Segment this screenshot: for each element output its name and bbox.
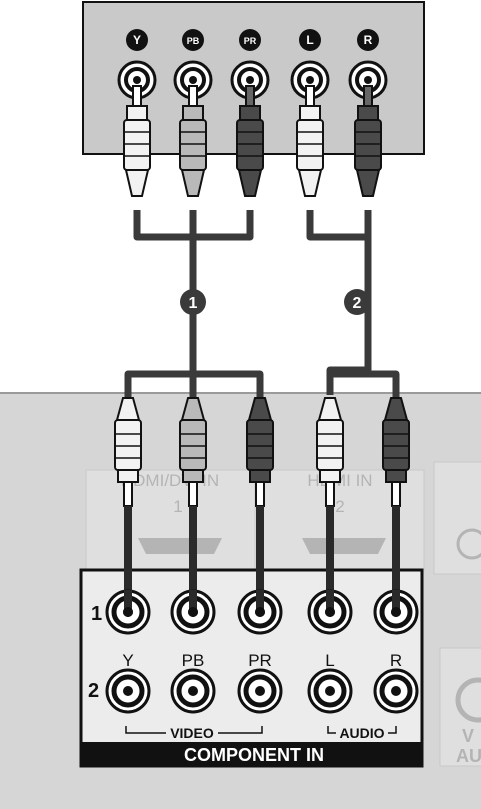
tv-jack-label: L <box>325 651 334 670</box>
tv-plug <box>114 397 142 606</box>
row-number-2: 2 <box>88 680 99 702</box>
hdmi-port-2 <box>302 538 386 554</box>
tv-plug <box>382 397 410 606</box>
tv-plug <box>246 397 274 606</box>
row-number-1: 1 <box>91 603 102 625</box>
audio-group-label: AUDIO <box>339 725 384 741</box>
source-jack-label: Y <box>133 33 141 47</box>
source-jack-label: R <box>364 33 373 47</box>
tv-plug <box>316 397 344 606</box>
hdmi-port-1 <box>138 538 222 554</box>
side-label: V <box>462 726 474 746</box>
video-bracket-left <box>125 726 166 734</box>
cable-marker-label: 1 <box>189 295 198 312</box>
source-plug <box>123 85 151 197</box>
svg-text:AU: AU <box>456 746 481 766</box>
tv-jack-label: Y <box>122 651 133 670</box>
video-group-label: VIDEO <box>170 725 214 741</box>
hdmi-number-1: 1 <box>173 497 182 516</box>
tv-plug <box>179 397 207 606</box>
source-plug <box>296 85 324 197</box>
source-jack-label: PB <box>187 36 200 46</box>
cable-bus-audio-top <box>306 210 372 241</box>
hdmi-number-2: 2 <box>335 497 344 516</box>
component-title-bar <box>81 742 422 766</box>
source-plug <box>179 85 207 197</box>
tv-jack-label: R <box>390 651 402 670</box>
cable-bus-audio-bottom <box>330 370 400 398</box>
source-plug <box>354 85 382 197</box>
source-plug <box>236 85 264 197</box>
source-label-badge <box>357 29 379 51</box>
source-jack-label: L <box>306 33 313 47</box>
side-panel: V AU <box>433 461 481 767</box>
tv-jack-label: PB <box>182 651 205 670</box>
source-label-badge <box>239 29 261 51</box>
source-label-badge <box>299 29 321 51</box>
cable-marker-2 <box>344 289 370 315</box>
cable-marker-label: 2 <box>353 295 362 312</box>
source-label-badge <box>182 29 204 51</box>
cable-marker-1 <box>180 289 206 315</box>
source-jack-label: PR <box>244 36 257 46</box>
audio-bracket-left <box>327 726 336 734</box>
component-title: COMPONENT IN <box>184 745 324 765</box>
tv-jack-label: PR <box>248 651 272 670</box>
source-label-badge <box>126 29 148 51</box>
audio-bracket-right <box>388 726 397 734</box>
video-bracket-right <box>218 726 263 734</box>
